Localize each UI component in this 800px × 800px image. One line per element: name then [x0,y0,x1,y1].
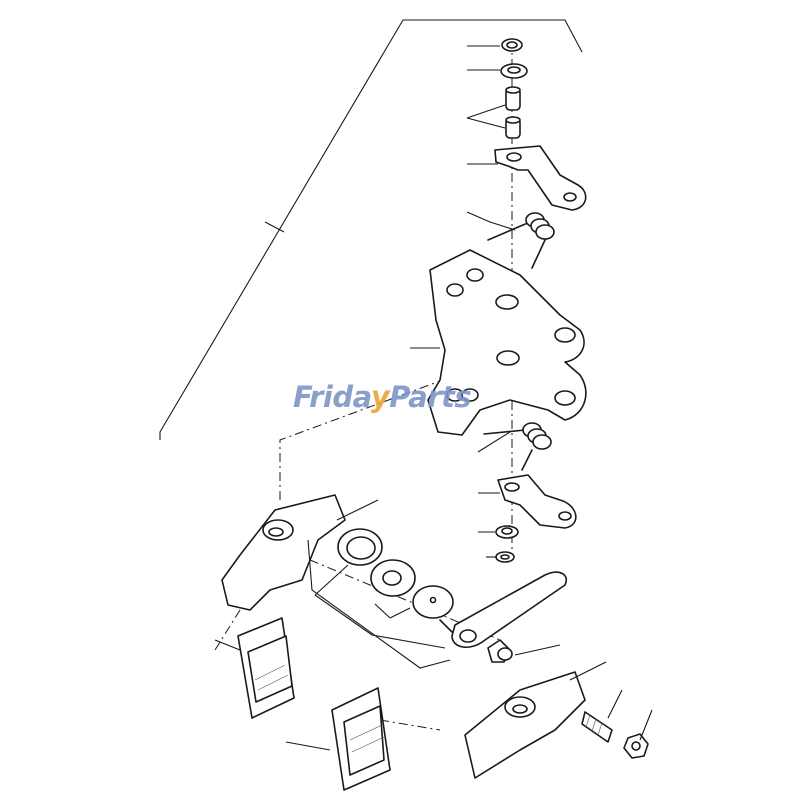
lock-nut [623,733,649,759]
callout-leader-lines [214,45,653,751]
grease-nipple [487,639,513,663]
fridayparts-watermark: FridayParts [293,380,472,414]
watermark-text-part3: Parts [389,380,472,414]
actuating-lever [451,571,567,648]
washer-bottom [495,525,519,539]
clamp-arm-right [464,671,586,779]
brake-pad-left [237,617,295,719]
bushing-lower [505,116,521,139]
lever-plate-lower [497,474,577,529]
retaining-clip-top [501,38,523,52]
cam-disc [370,559,416,597]
bushing-upper [505,86,521,111]
pin-disc [412,585,454,633]
watermark-text-part1: Frida [293,380,371,414]
washer-top [500,63,528,79]
lever-plate-upper [494,145,587,211]
adjusting-bolt [581,711,613,743]
retaining-clip-bottom [495,551,515,563]
clamp-arm-left [221,494,346,611]
brake-pad-right [331,687,391,791]
torsion-spring-lower [483,422,552,471]
sleeve-ring [337,528,383,566]
torsion-spring-upper [487,212,555,269]
main-bracket-casting [427,249,587,436]
watermark-text-part2: y [370,380,390,414]
assembly-bracket-line [159,19,583,440]
